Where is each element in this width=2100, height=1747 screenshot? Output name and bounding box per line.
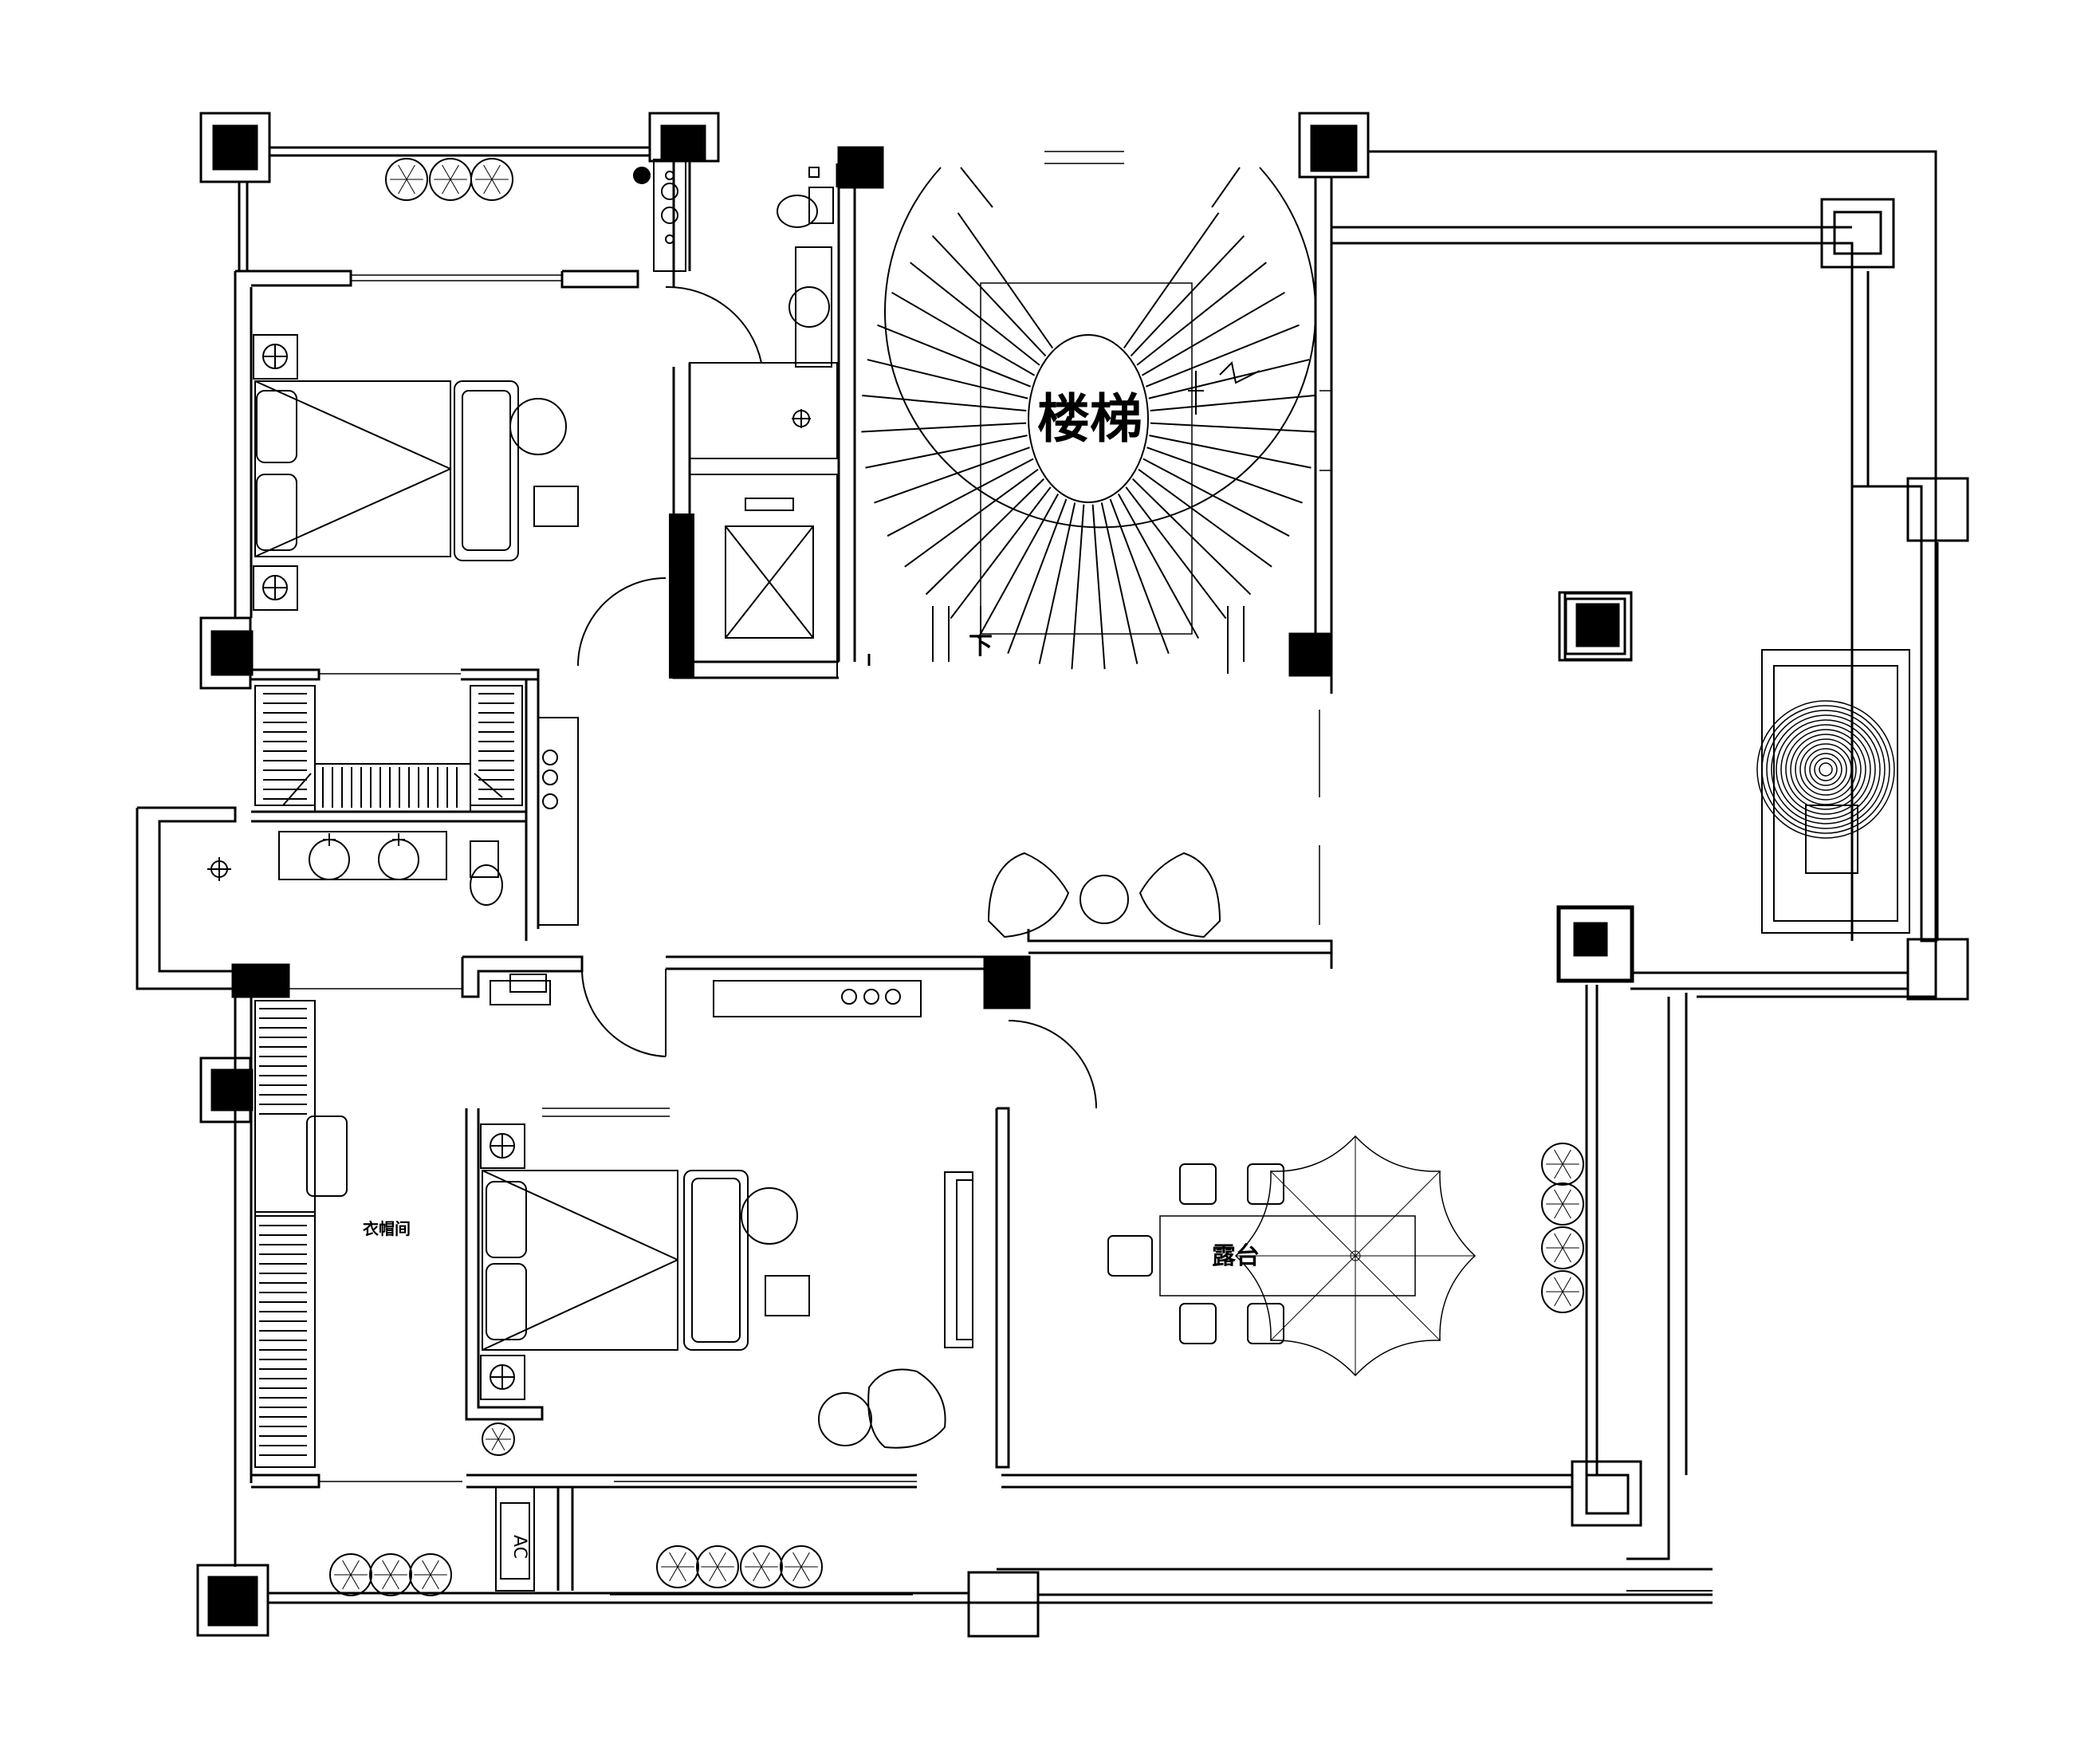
column-left-mid [231, 963, 290, 998]
windows [251, 151, 1331, 1596]
spiral-staircase [861, 167, 1316, 674]
column-left-lower [199, 1056, 254, 1123]
column-left-upper [199, 616, 254, 690]
door-swings [577, 285, 1097, 1109]
column-top-mid [648, 112, 720, 163]
closet-lower [254, 1000, 348, 1468]
column-stair-bottom [1288, 632, 1333, 677]
column-bottom-left [196, 1564, 269, 1637]
bedroom-lower [480, 980, 973, 1449]
column-terrace-lower [1556, 905, 1634, 983]
column-terrace-center [1558, 591, 1633, 662]
bath-middle [207, 717, 579, 1005]
ac-label: AC [509, 1535, 529, 1559]
plants [329, 158, 1584, 1596]
stair-down-label: 下 [969, 632, 993, 660]
ac-unit [495, 1486, 535, 1592]
column-center [983, 955, 1031, 1009]
column-top-stair-right [1298, 112, 1370, 179]
terrace-label: 露台 [1212, 1242, 1260, 1270]
terrace-dining [1107, 1135, 1477, 1377]
lounge-chairs [987, 852, 1221, 938]
column-top-stair-left [837, 146, 884, 189]
closet-label: 衣帽间 [363, 1219, 411, 1238]
elevator [669, 474, 838, 679]
stair-label: 楼梯 [1037, 388, 1142, 450]
wardrobe-upper [254, 685, 523, 813]
column-top-left [199, 112, 271, 183]
bedroom-upper [253, 334, 579, 611]
exterior-walls [234, 146, 1969, 1604]
column-bottom-right [967, 1571, 1040, 1638]
terrace-lounge [1756, 649, 1910, 934]
bath-upper [633, 159, 838, 459]
